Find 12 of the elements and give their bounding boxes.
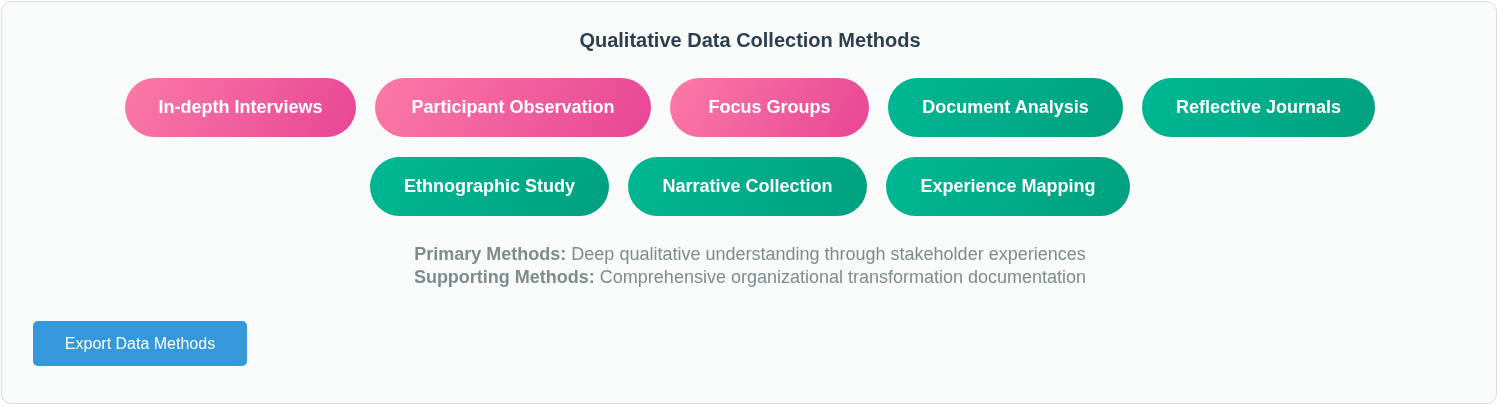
method-tag: Participant Observation (375, 78, 651, 137)
method-tag: Ethnographic Study (370, 157, 609, 216)
diagram-title: Qualitative Data Collection Methods (578, 28, 922, 52)
method-tag: Narrative Collection (628, 157, 867, 216)
export-button: Export Data Methods (33, 321, 247, 366)
description-text: Supporting Methods: Comprehensive organizational transformation documentation (412, 266, 1088, 289)
method-tag: Reflective Journals (1142, 78, 1375, 137)
method-tag: Focus Groups (670, 78, 869, 137)
method-tag: Document Analysis (888, 78, 1123, 137)
method-tag: In-depth Interviews (125, 78, 356, 137)
description-text: Primary Methods: Deep qualitative understanding through stakeholder experiences (413, 243, 1087, 266)
method-tag: Experience Mapping (886, 157, 1130, 216)
